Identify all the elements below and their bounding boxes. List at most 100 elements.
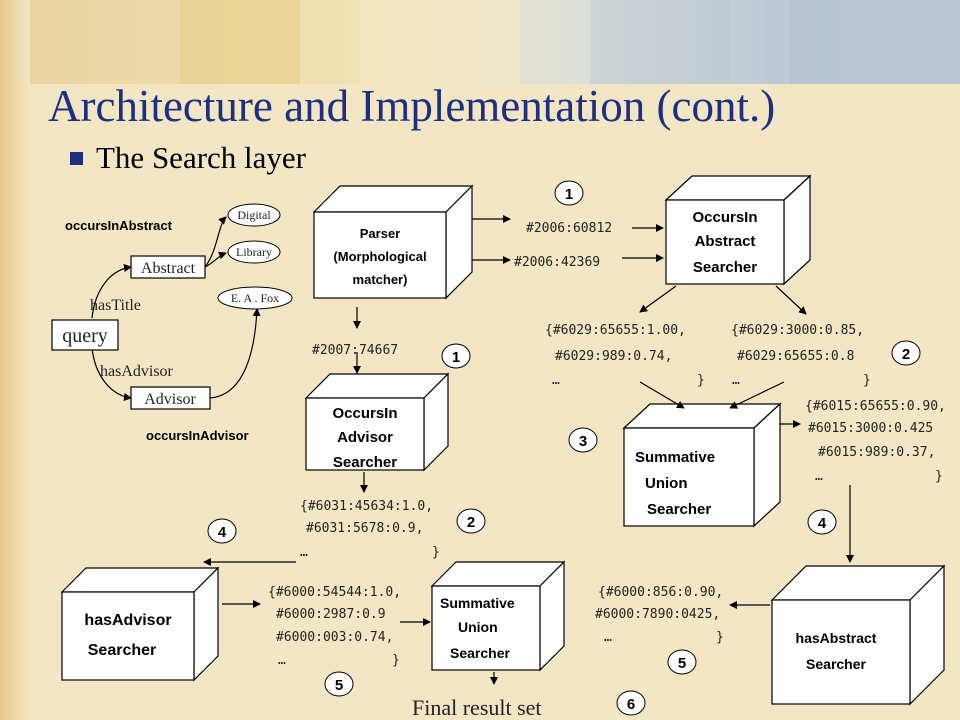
step-marker: 3 (568, 427, 598, 453)
has-abstract-set-3: … (604, 630, 612, 645)
background-banner (30, 0, 960, 84)
svg-text:5: 5 (335, 677, 343, 694)
advisor-set-4: } (432, 545, 440, 560)
occurs-abstract-label-3: Searcher (693, 259, 757, 276)
svg-text:2: 2 (902, 346, 910, 363)
summative-top-label-3: Searcher (647, 501, 711, 518)
has-abstract-box (770, 564, 946, 706)
svg-text:4: 4 (218, 524, 227, 541)
query-node-label: query (62, 325, 108, 347)
advisor-set-1: {#6031:45634:1.0, (300, 499, 433, 514)
abs-left-set-4: } (697, 373, 705, 388)
step-marker: 1 (441, 343, 471, 369)
summative-union-bottom-box (430, 560, 566, 672)
has-abstract-label-1: hasAbstract (796, 630, 877, 646)
occurs-advisor-label-1: OccursIn (332, 405, 397, 422)
abs-left-set-3: … (552, 373, 560, 388)
abstract-library-edge (204, 251, 227, 268)
parser-box (312, 184, 474, 300)
union-top-set-2: #6015:3000:0.425 (808, 421, 933, 436)
abstract-id-2: #2006:42369 (514, 255, 600, 270)
parser-label-1: Parser (360, 226, 400, 241)
occurs-advisor-label-3: Searcher (333, 454, 397, 471)
arrow-abstract-right (775, 285, 807, 315)
has-advisor-set-3: #6000:003:0.74, (276, 630, 393, 645)
has-advisor-set-5: } (392, 653, 400, 668)
occurs-abstract-label-1: OccursIn (692, 209, 757, 226)
has-abstract-set-1: {#6000:856:0.90, (598, 585, 723, 600)
query-node (51, 319, 119, 351)
has-advisor-label-2: Searcher (88, 642, 157, 659)
advisor-id: #2007:74667 (312, 343, 398, 358)
advisor-author-edge (209, 308, 261, 399)
summative-top-label-2: Union (645, 475, 688, 492)
has-advisor-label: hasAdvisor (100, 363, 174, 380)
abstract-digital-edge (204, 216, 227, 268)
arrow-left-set-to-union (639, 381, 685, 409)
advisor-set-3: … (300, 545, 308, 560)
union-top-set-4: … (815, 469, 823, 484)
abs-right-set-3: … (732, 373, 740, 388)
background-strip (0, 0, 30, 720)
parser-label-3: matcher) (353, 272, 408, 287)
term-library-label: Library (236, 245, 272, 259)
slide-subtitle: The Search layer (96, 140, 306, 175)
term-digital-node (227, 203, 281, 227)
abstract-node (130, 255, 206, 279)
term-digital-label: Digital (237, 208, 271, 222)
svg-text:4: 4 (818, 515, 827, 532)
has-title-edge (91, 264, 132, 319)
has-advisor-set-1: {#6000:54544:1.0, (268, 585, 401, 600)
has-advisor-box (60, 566, 220, 682)
svg-text:1: 1 (565, 186, 573, 203)
summative-top-label-1: Summative (635, 449, 715, 466)
abs-left-set-2: #6029:989:0.74, (555, 349, 672, 364)
has-abstract-label-2: Searcher (806, 656, 866, 672)
term-author-node (217, 286, 293, 310)
step-marker: 6 (616, 690, 646, 716)
has-advisor-edge (91, 347, 132, 401)
abs-left-set-1: {#6029:65655:1.00, (545, 323, 686, 338)
arrow-abstract-left (639, 285, 677, 313)
parser-label-2: (Morphological (333, 249, 426, 264)
occurs-in-abstract-label: occursInAbstract (65, 218, 173, 233)
abs-right-set-4: } (863, 373, 871, 388)
occurs-advisor-label-2: Advisor (337, 429, 393, 446)
term-author-label: E. A . Fox (231, 291, 279, 305)
step-marker: 1 (554, 180, 584, 206)
abs-right-set-2: #6029:65655:0.8 (737, 349, 854, 364)
flow-arrows (203, 215, 854, 685)
has-title-label: hasTitle (90, 297, 141, 314)
step-marker: 5 (324, 671, 354, 697)
advisor-node (130, 386, 211, 410)
svg-text:3: 3 (579, 433, 587, 450)
step-marker: 4 (807, 509, 837, 535)
occurs-in-abstract-box (664, 174, 812, 286)
summative-bottom-label-3: Searcher (450, 645, 510, 661)
svg-text:1: 1 (452, 349, 460, 366)
union-top-set-1: {#6015:65655:0.90, (805, 399, 946, 414)
step-marker: 2 (891, 340, 921, 366)
svg-text:6: 6 (627, 696, 635, 713)
summative-bottom-label-2: Union (458, 619, 498, 635)
arrow-right-set-to-union (729, 381, 785, 409)
occurs-in-advisor-label: occursInAdvisor (146, 428, 249, 443)
summative-bottom-label-1: Summative (440, 595, 515, 611)
has-advisor-set-2: #6000:2987:0.9 (276, 607, 386, 622)
slide-title: Architecture and Implementation (cont.) (48, 81, 776, 131)
has-advisor-set-4: … (278, 653, 286, 668)
has-advisor-label-1: hasAdvisor (84, 612, 171, 629)
advisor-set-2: #6031:5678:0.9, (306, 521, 423, 536)
union-top-set-3: #6015:989:0.37, (818, 445, 935, 460)
step-marker: 2 (456, 508, 486, 534)
advisor-node-label: Advisor (144, 391, 196, 408)
final-result-label: Final result set (412, 695, 542, 720)
has-abstract-set-2: #6000:7890:0425, (595, 607, 720, 622)
occurs-in-advisor-box (304, 372, 450, 472)
union-top-set-5: } (935, 469, 943, 484)
occurs-abstract-label-2: Abstract (695, 233, 756, 250)
abstract-id-1: #2006:60812 (526, 221, 612, 236)
step-markers: 1 1 2 3 4 2 4 5 (207, 180, 921, 716)
step-marker: 4 (207, 518, 237, 544)
